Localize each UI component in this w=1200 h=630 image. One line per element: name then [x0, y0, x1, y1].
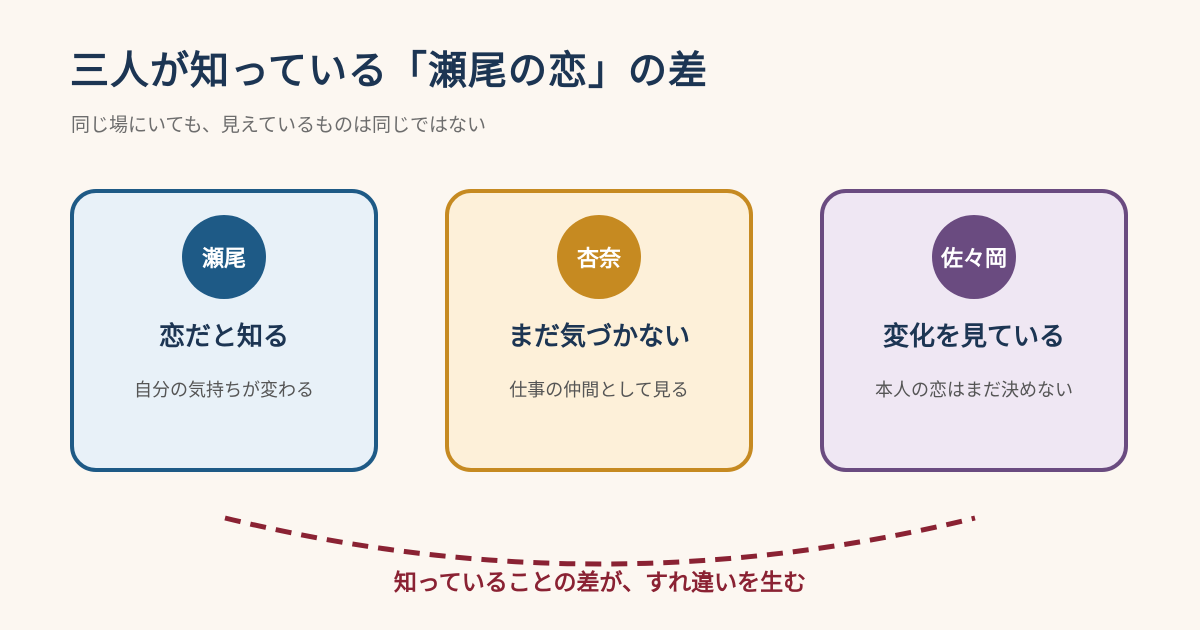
- card-heading-seo: 恋だと知る: [158, 322, 289, 352]
- card-heading-anna: まだ気づかない: [507, 322, 690, 352]
- card-description-sasaoka: 本人の恋はまだ決めない: [875, 380, 1073, 401]
- avatar-badge-sasaoka: 佐々岡: [932, 215, 1016, 299]
- card-sasaoka: 佐々岡 変化を見ている 本人の恋はまだ決めない: [820, 189, 1128, 472]
- card-description-seo: 自分の気持ちが変わる: [134, 380, 314, 401]
- avatar-badge-seo: 瀬尾: [182, 215, 266, 299]
- footer-caption: 知っていることの差が、すれ違いを生む: [393, 570, 807, 596]
- card-description-anna: 仕事の仲間として見る: [509, 380, 689, 401]
- page-title: 三人が知っている「瀬尾の恋」の差: [70, 49, 709, 94]
- card-anna: 杏奈 まだ気づかない 仕事の仲間として見る: [445, 189, 753, 472]
- card-seo: 瀬尾 恋だと知る 自分の気持ちが変わる: [70, 189, 378, 472]
- card-heading-sasaoka: 変化を見ている: [882, 322, 1065, 352]
- avatar-badge-anna: 杏奈: [557, 215, 641, 299]
- page-subtitle: 同じ場にいても、見えているものは同じではない: [71, 114, 486, 136]
